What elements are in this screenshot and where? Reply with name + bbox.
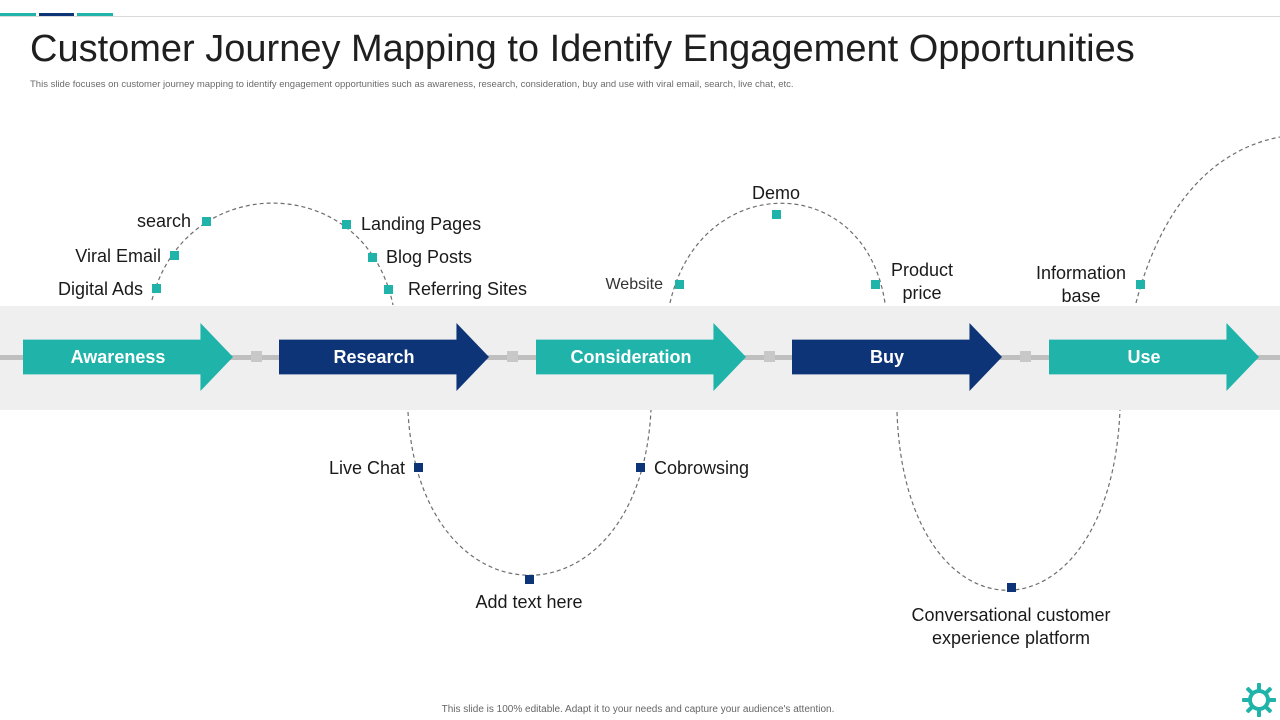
stage-label-research: Research <box>333 346 415 367</box>
marker-conversational-platform <box>1007 583 1016 592</box>
marker-viral-email <box>170 251 179 260</box>
label-product-price-line1: Product <box>890 260 954 280</box>
label-information-base-line1: Information <box>1035 263 1127 283</box>
research-consideration-arc <box>407 409 652 576</box>
marker-demo <box>772 210 781 219</box>
label-viral-email: Viral Email <box>75 246 161 266</box>
marker-live-chat <box>414 463 423 472</box>
stage-label-buy: Buy <box>869 346 904 367</box>
marker-cobrowsing <box>636 463 645 472</box>
marker-product-price <box>871 280 880 289</box>
stage-label-use: Use <box>1127 346 1161 367</box>
use-arc <box>1135 136 1280 304</box>
label-digital-ads: Digital Ads <box>57 279 143 299</box>
label-add-text-here: Add text here <box>475 592 583 612</box>
label-search: search <box>136 211 191 231</box>
accent-bar-teal-left <box>0 13 36 16</box>
marker-landing-pages <box>342 220 351 229</box>
label-conversational-platform: Conversational customer experience platf… <box>911 604 1110 650</box>
label-demo: Demo <box>751 183 801 203</box>
label-product-price: Product price <box>891 259 953 305</box>
gear-icon <box>1242 683 1276 717</box>
marker-search <box>202 217 211 226</box>
label-referring-sites: Referring Sites <box>408 279 528 299</box>
footer-note: This slide is 100% editable. Adapt it to… <box>441 704 835 715</box>
accent-bar-navy <box>39 13 74 16</box>
stage-separator <box>1020 351 1031 362</box>
label-conversational-line1: Conversational customer <box>911 605 1111 625</box>
marker-digital-ads <box>152 284 161 293</box>
label-information-base: Information base <box>1036 262 1126 308</box>
accent-bar-teal-right <box>77 13 113 16</box>
slide-title: Customer Journey Mapping to Identify Eng… <box>30 28 1135 70</box>
slide-subtitle: This slide focuses on customer journey m… <box>30 79 794 90</box>
marker-website <box>675 280 684 289</box>
label-landing-pages: Landing Pages <box>361 214 482 234</box>
stage-separator <box>507 351 518 362</box>
label-blog-posts: Blog Posts <box>386 247 473 267</box>
stage-separator <box>251 351 262 362</box>
marker-add-text <box>525 575 534 584</box>
consideration-buy-arc <box>669 202 886 304</box>
label-product-price-line2: price <box>902 283 942 303</box>
label-website: Website <box>605 276 663 293</box>
marker-information-base <box>1136 280 1145 289</box>
stage-label-awareness: Awareness <box>70 346 166 367</box>
label-information-base-line2: base <box>1061 286 1101 306</box>
label-conversational-line2: experience platform <box>931 628 1091 648</box>
marker-referring-sites <box>384 285 393 294</box>
label-live-chat: Live Chat <box>328 458 405 478</box>
label-cobrowsing: Cobrowsing <box>654 458 750 478</box>
stage-separator <box>764 351 775 362</box>
header-rule <box>0 16 1280 17</box>
buy-use-arc <box>896 409 1121 591</box>
marker-blog-posts <box>368 253 377 262</box>
stage-label-consideration: Consideration <box>570 346 692 367</box>
